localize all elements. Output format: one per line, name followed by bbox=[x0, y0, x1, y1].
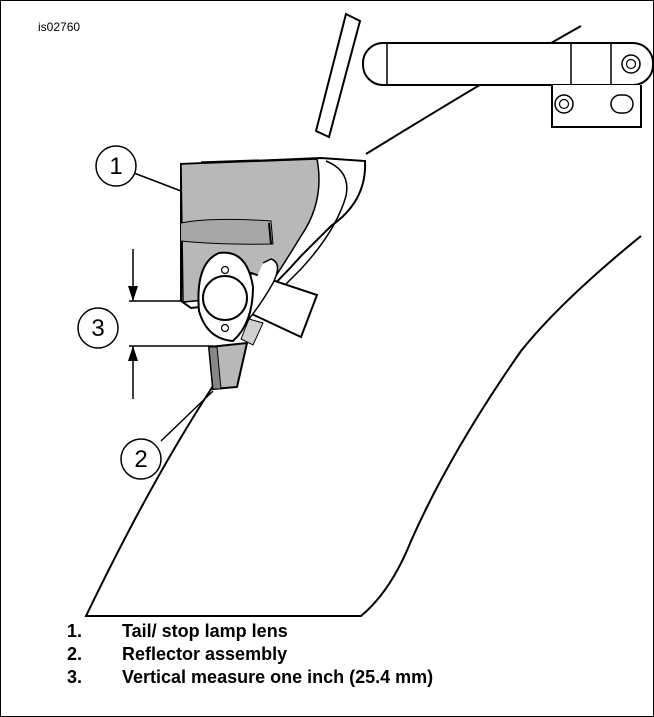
legend-item-number: 1. bbox=[67, 621, 83, 641]
callout-1-number: 1 bbox=[109, 153, 122, 180]
reflector-assembly bbox=[207, 341, 249, 391]
legend-item: 3. Vertical measure one inch (25.4 mm) bbox=[67, 667, 627, 690]
callout-3: 3 bbox=[77, 307, 119, 349]
legend: 1. Tail/ stop lamp lens 2. Reflector ass… bbox=[67, 621, 627, 690]
vertical-measure-dimension bbox=[128, 249, 213, 399]
callout-2-number: 2 bbox=[134, 446, 147, 473]
legend-item-label: Tail/ stop lamp lens bbox=[122, 621, 288, 641]
callout-2-leader bbox=[160, 390, 214, 442]
legend-item-label: Vertical measure one inch (25.4 mm) bbox=[122, 667, 434, 687]
legend-item-number: 2. bbox=[67, 644, 83, 664]
callout-3-number: 3 bbox=[91, 315, 104, 342]
legend-item: 1. Tail/ stop lamp lens bbox=[67, 621, 627, 644]
legend-item-label: Reflector assembly bbox=[122, 644, 288, 664]
callout-1-leader bbox=[133, 172, 182, 192]
legend-item: 2. Reflector assembly bbox=[67, 644, 627, 667]
figure-id: is02760 bbox=[38, 20, 81, 34]
legend-item-number: 3. bbox=[67, 667, 83, 687]
support-strut bbox=[314, 12, 653, 139]
reflector-bracket bbox=[197, 251, 319, 346]
callout-2: 2 bbox=[120, 438, 162, 480]
callout-1: 1 bbox=[95, 145, 137, 187]
